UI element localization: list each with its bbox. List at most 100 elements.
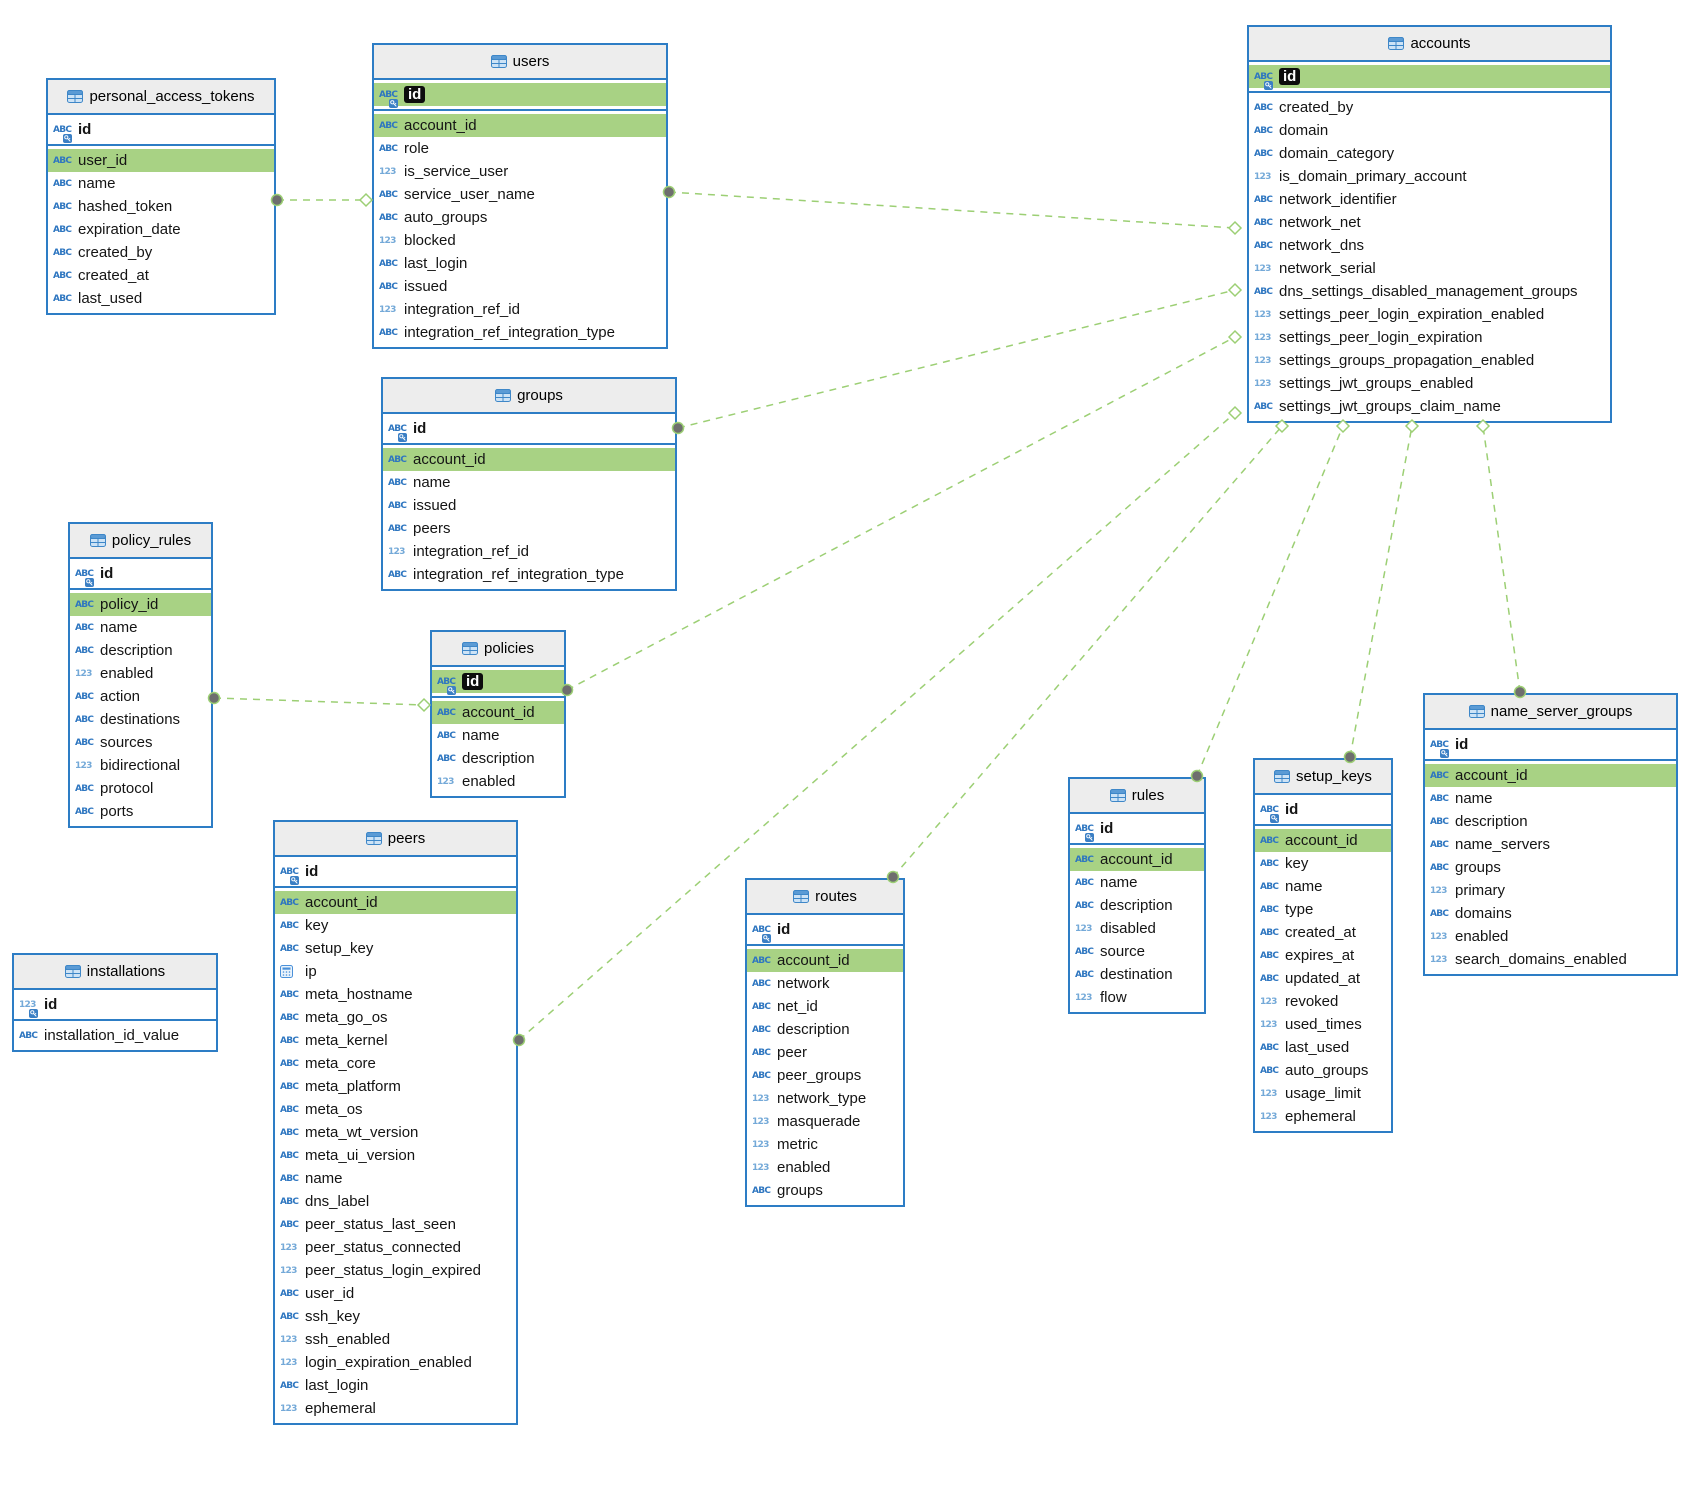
table-header[interactable]: users xyxy=(374,45,666,80)
table-header[interactable]: accounts xyxy=(1249,27,1610,62)
table-header[interactable]: name_server_groups xyxy=(1425,695,1676,730)
table-header[interactable]: routes xyxy=(747,880,903,915)
table-header[interactable]: installations xyxy=(14,955,216,990)
table-header[interactable]: setup_keys xyxy=(1255,760,1391,795)
table-header[interactable]: rules xyxy=(1070,779,1204,814)
